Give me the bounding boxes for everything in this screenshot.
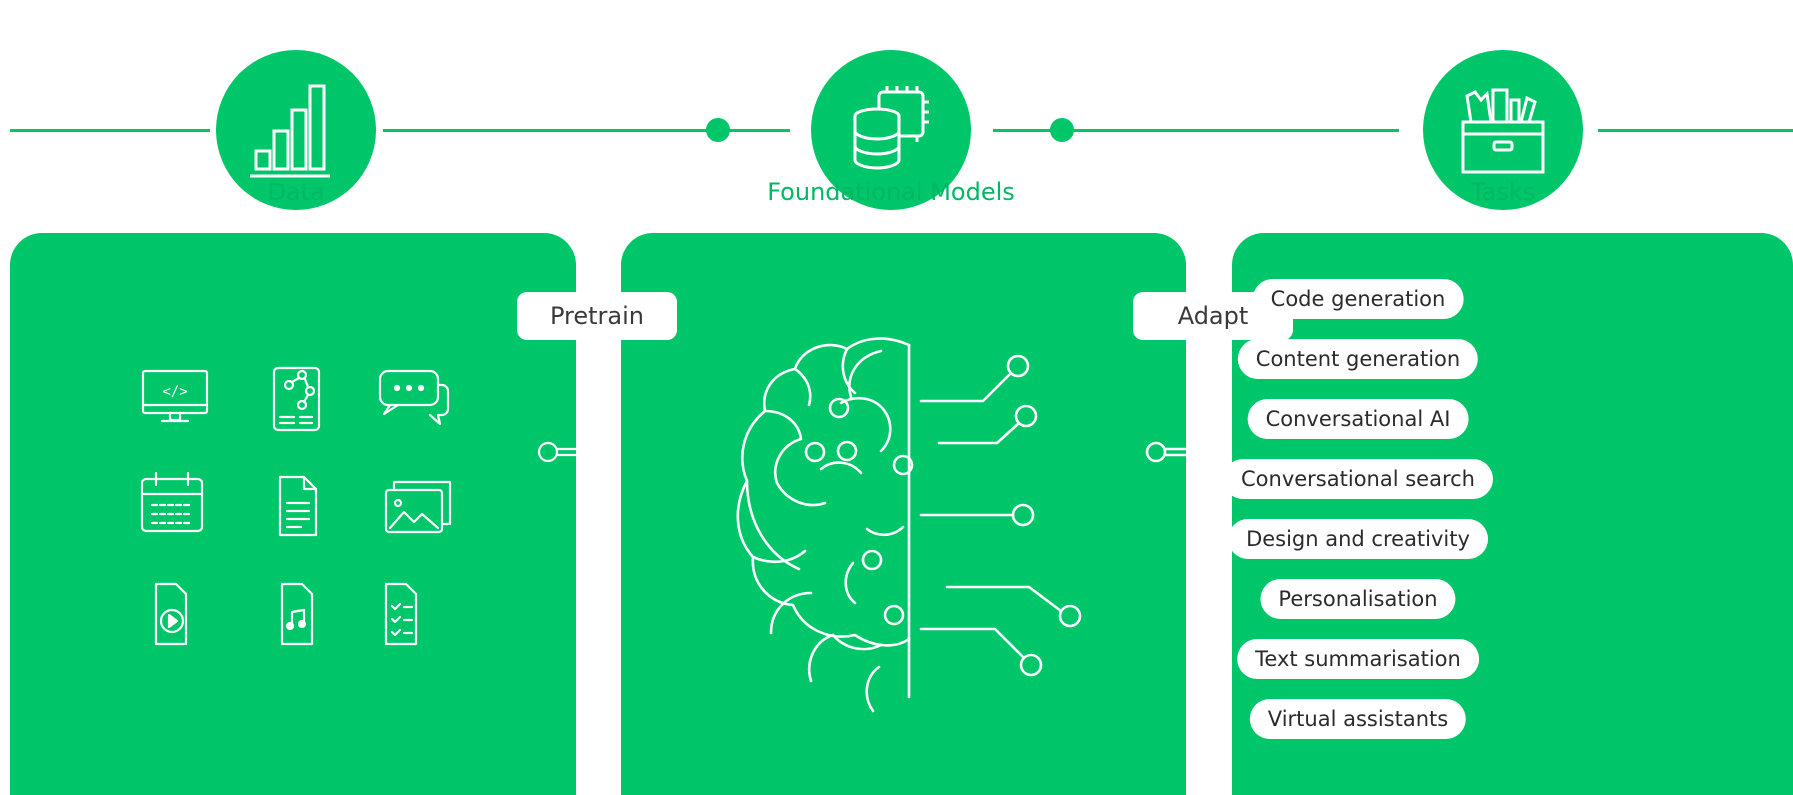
data-panel bbox=[10, 233, 576, 795]
data-icons-grid: </> bbox=[140, 366, 576, 646]
text-document-icon bbox=[278, 475, 318, 537]
task-pill: Code generation bbox=[1252, 279, 1464, 319]
task-pill: Conversational search bbox=[1223, 459, 1493, 499]
music-file-icon bbox=[280, 582, 314, 646]
task-pill: Virtual assistants bbox=[1249, 699, 1467, 739]
models-panel bbox=[621, 233, 1186, 795]
timeline-segment bbox=[1598, 129, 1793, 132]
timeline-dot bbox=[706, 118, 730, 142]
timeline-segment bbox=[383, 129, 790, 132]
video-file-icon bbox=[154, 582, 188, 646]
pretrain-arrow-icon bbox=[537, 441, 576, 463]
images-icon bbox=[384, 480, 452, 534]
code-monitor-icon: </> bbox=[141, 369, 209, 423]
task-pill: Conversational AI bbox=[1247, 399, 1469, 439]
adapt-arrow-icon bbox=[1145, 441, 1186, 463]
svg-text:</>: </> bbox=[162, 384, 187, 400]
task-pill: Design and creativity bbox=[1228, 519, 1488, 559]
timeline-segment bbox=[10, 129, 210, 132]
stage-label-models: Foundational Models bbox=[767, 178, 1015, 206]
database-chip-icon bbox=[853, 86, 929, 170]
task-pill: Text summarisation bbox=[1237, 639, 1479, 679]
task-pill: Content generation bbox=[1237, 339, 1479, 379]
timeline-segment bbox=[993, 129, 1399, 132]
workflow-document-icon bbox=[272, 366, 321, 432]
timeline-dot bbox=[1050, 118, 1074, 142]
checklist-file-icon bbox=[384, 582, 418, 646]
pretrain-label: Pretrain bbox=[517, 292, 677, 340]
chat-bubbles-icon bbox=[378, 369, 450, 426]
toolbox-icon bbox=[1461, 88, 1545, 174]
models-stage-circle bbox=[811, 50, 971, 210]
stage-label-tasks: Tasks bbox=[1470, 178, 1536, 206]
bar-chart-icon bbox=[250, 84, 330, 178]
calendar-icon bbox=[140, 471, 204, 533]
data-stage-circle bbox=[216, 50, 376, 210]
tasks-stage-circle bbox=[1423, 50, 1583, 210]
brain-circuit-icon bbox=[736, 337, 1186, 713]
stage-label-data: Data bbox=[267, 178, 325, 206]
task-pill: Personalisation bbox=[1260, 579, 1456, 619]
